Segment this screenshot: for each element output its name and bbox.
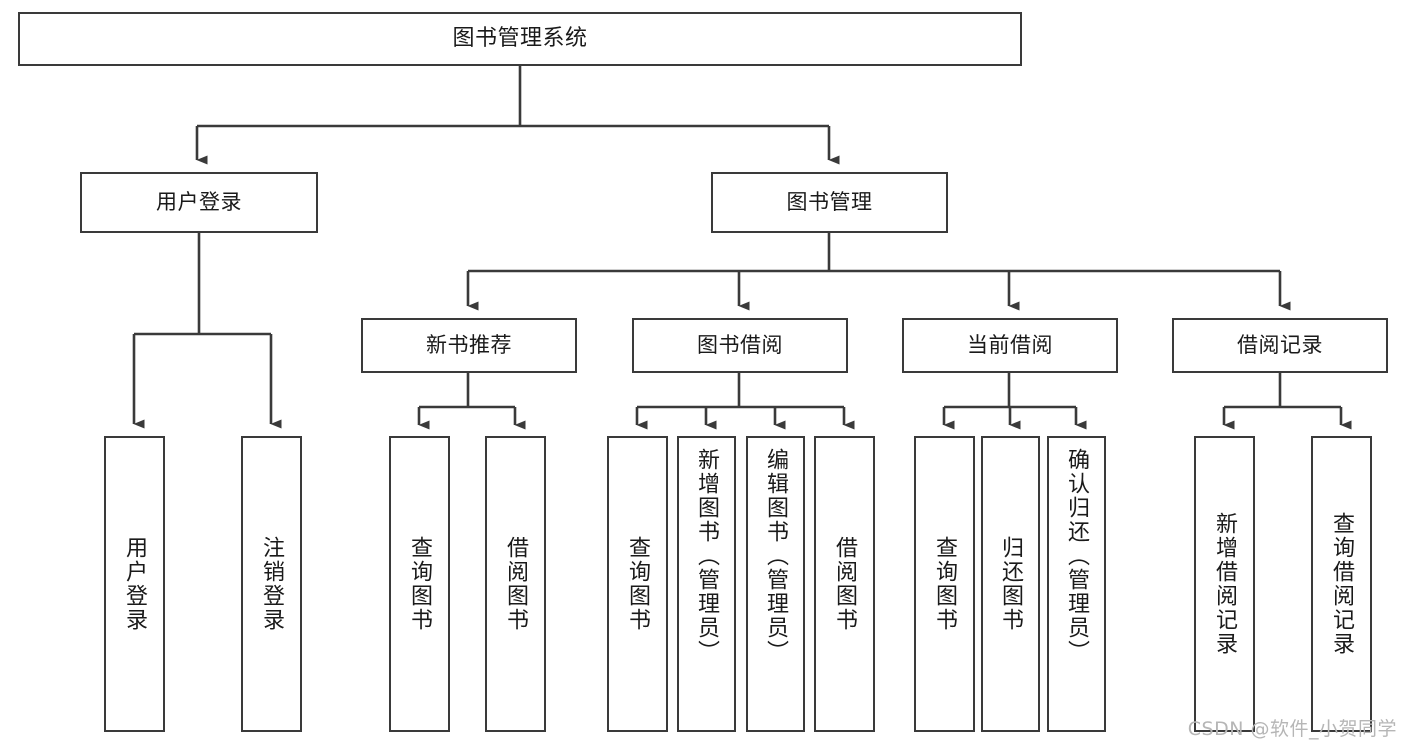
node-book-borrow[interactable]: 图书借阅	[632, 318, 848, 373]
leaf-query-borrow-record[interactable]: 查询借阅记录	[1311, 436, 1372, 732]
node-label: 确认归还（管理员）	[1064, 448, 1090, 664]
node-label: 用户登录	[156, 190, 242, 215]
node-label: 图书借阅	[697, 333, 783, 358]
leaf-add-book-admin[interactable]: 新增图书（管理员）	[677, 436, 736, 732]
node-label: 新增图书（管理员）	[694, 448, 720, 664]
leaf-confirm-return-admin[interactable]: 确认归还（管理员）	[1047, 436, 1106, 732]
node-label: 用户登录	[122, 536, 148, 632]
node-borrow-record[interactable]: 借阅记录	[1172, 318, 1388, 373]
node-book-management[interactable]: 图书管理	[711, 172, 948, 233]
leaf-query-book-borrow[interactable]: 查询图书	[607, 436, 668, 732]
leaf-edit-book-admin[interactable]: 编辑图书（管理员）	[746, 436, 805, 732]
leaf-return-book[interactable]: 归还图书	[981, 436, 1040, 732]
node-label: 新增借阅记录	[1212, 512, 1238, 656]
node-label: 查询图书	[625, 536, 651, 632]
node-label: 查询图书	[932, 536, 958, 632]
node-label: 新书推荐	[426, 333, 512, 358]
leaf-query-book-current[interactable]: 查询图书	[914, 436, 975, 732]
node-user-login[interactable]: 用户登录	[80, 172, 318, 233]
node-label: 当前借阅	[967, 333, 1053, 358]
node-label: 图书管理系统	[452, 26, 588, 52]
leaf-user-login[interactable]: 用户登录	[104, 436, 165, 732]
node-label: 图书管理	[786, 190, 873, 215]
node-label: 查询借阅记录	[1329, 512, 1355, 656]
leaf-add-borrow-record[interactable]: 新增借阅记录	[1194, 436, 1255, 732]
leaf-borrow-book-recommend[interactable]: 借阅图书	[485, 436, 546, 732]
node-current-borrow[interactable]: 当前借阅	[902, 318, 1118, 373]
node-label: 借阅图书	[503, 536, 529, 632]
node-label: 查询图书	[407, 536, 433, 632]
leaf-borrow-book[interactable]: 借阅图书	[814, 436, 875, 732]
leaf-query-book-recommend[interactable]: 查询图书	[389, 436, 450, 732]
node-new-book-recommend[interactable]: 新书推荐	[361, 318, 577, 373]
node-label: 归还图书	[998, 536, 1024, 632]
node-label: 借阅图书	[832, 536, 858, 632]
node-root-book-management-system[interactable]: 图书管理系统	[18, 12, 1022, 66]
watermark: CSDN @软件_小贺同学	[1187, 718, 1397, 740]
node-label: 编辑图书（管理员）	[763, 448, 789, 664]
leaf-logout[interactable]: 注销登录	[241, 436, 302, 732]
node-label: 注销登录	[259, 536, 285, 632]
node-label: 借阅记录	[1237, 333, 1323, 358]
